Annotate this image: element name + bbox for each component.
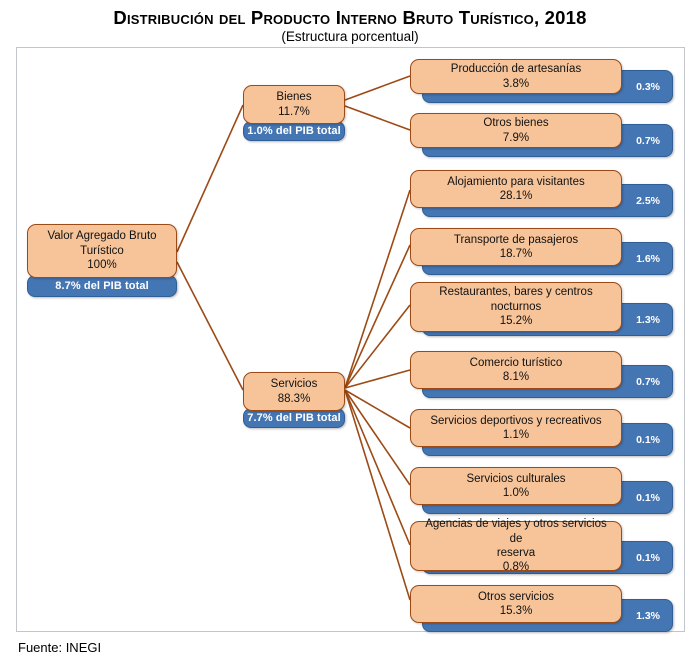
leaf-8-pib-label: 0.1% <box>636 551 660 564</box>
leaf-4-name: Restaurantes, bares y centros <box>439 286 593 299</box>
leaf-0-value: 3.8% <box>502 77 530 90</box>
leaf-3-name: Transporte de pasajeros <box>453 233 579 246</box>
node-leaf-otros-servicios[interactable]: Otros servicios 15.3% <box>410 585 622 623</box>
node-root-valor-agregado-bruto-turistico[interactable]: Valor Agregado Bruto Turístico 100% <box>27 224 177 278</box>
leaf-1-pib-label: 0.7% <box>636 134 660 147</box>
page-title: Distribución del Producto Interno Bruto … <box>113 7 587 28</box>
root-value: 100% <box>87 259 117 272</box>
leaf-0-name: Producción de artesanías <box>450 63 582 76</box>
root-name-line2: Turístico <box>80 244 124 257</box>
leaf-2-value: 28.1% <box>499 190 533 202</box>
leaf-5-value: 8.1% <box>502 371 530 383</box>
root-pib-strip: 8.7% del PIB total <box>27 275 177 297</box>
branch-servicios-pib-label: 7.7% del PIB total <box>247 412 341 424</box>
node-leaf-alojamiento-para-visitantes[interactable]: Alojamiento para visitantes 28.1% <box>410 170 622 208</box>
branch-servicios-name: Servicios <box>270 378 318 391</box>
leaf-0-pib-label: 0.3% <box>636 80 660 93</box>
leaf-1-name: Otros bienes <box>483 117 549 130</box>
leaf-9-pib-label: 1.3% <box>636 609 660 622</box>
leaf-9-name: Otros servicios <box>477 590 555 603</box>
node-branch-servicios[interactable]: Servicios 88.3% <box>243 372 345 411</box>
title-block: Distribución del Producto Interno Bruto … <box>0 0 700 45</box>
branch-bienes-pib-label: 1.0% del PIB total <box>247 125 341 137</box>
leaf-7-value: 1.0% <box>502 487 530 499</box>
leaf-6-value: 1.1% <box>502 429 530 441</box>
branch-servicios-pib-strip: 7.7% del PIB total <box>243 408 345 428</box>
leaf-4-name-line2: nocturnos <box>490 300 542 313</box>
leaf-7-name: Servicios culturales <box>466 472 566 485</box>
leaf-7-pib-label: 0.1% <box>636 491 660 504</box>
root-name-line1: Valor Agregado Bruto <box>47 230 157 243</box>
leaf-4-pib-label: 1.3% <box>636 313 660 326</box>
node-leaf-otros-bienes[interactable]: Otros bienes 7.9% <box>410 113 622 148</box>
leaf-9-value: 15.3% <box>499 605 533 617</box>
branch-bienes-name: Bienes <box>276 91 312 104</box>
leaf-6-pib-label: 0.1% <box>636 433 660 446</box>
root-pib-label: 8.7% del PIB total <box>55 280 149 292</box>
node-leaf-produccion-de-artesanias[interactable]: Producción de artesanías 3.8% <box>410 59 622 94</box>
node-leaf-servicios-deportivos-y-recreativos[interactable]: Servicios deportivos y recreativos 1.1% <box>410 409 622 447</box>
node-leaf-comercio-turistico[interactable]: Comercio turístico 8.1% <box>410 351 622 389</box>
leaf-5-name: Comercio turístico <box>469 356 563 369</box>
leaf-5-pib-label: 0.7% <box>636 375 660 388</box>
leaf-3-pib-label: 1.6% <box>636 252 660 265</box>
leaf-3-value: 18.7% <box>499 248 533 260</box>
node-leaf-transporte-de-pasajeros[interactable]: Transporte de pasajeros 18.7% <box>410 228 622 266</box>
node-leaf-agencias-de-viajes-y-otros-servicios-de-reserva[interactable]: Agencias de viajes y otros servicios de … <box>410 518 622 574</box>
leaf-2-name: Alojamiento para visitantes <box>447 175 585 188</box>
leaf-6-name: Servicios deportivos y recreativos <box>430 414 602 427</box>
leaf-2-pib-label: 2.5% <box>636 194 660 207</box>
branch-servicios-value: 88.3% <box>277 392 311 405</box>
leaf-8-name: Agencias de viajes y otros servicios de <box>425 518 607 545</box>
leaf-4-value: 15.2% <box>499 315 533 328</box>
node-leaf-servicios-culturales[interactable]: Servicios culturales 1.0% <box>410 467 622 505</box>
node-branch-bienes[interactable]: Bienes 11.7% <box>243 85 345 124</box>
leaf-8-value: 0.8% <box>502 561 530 574</box>
leaf-8-name-line2: reserva <box>496 547 536 559</box>
page-subtitle: (Estructura porcentual) <box>281 29 419 45</box>
branch-bienes-value: 11.7% <box>278 105 310 118</box>
node-leaf-restaurantes-bares-y-centros-nocturnos[interactable]: Restaurantes, bares y centros nocturnos … <box>410 282 622 332</box>
branch-bienes-pib-strip: 1.0% del PIB total <box>243 121 345 141</box>
leaf-1-value: 7.9% <box>502 131 530 144</box>
source-note: Fuente: INEGI <box>18 640 102 655</box>
